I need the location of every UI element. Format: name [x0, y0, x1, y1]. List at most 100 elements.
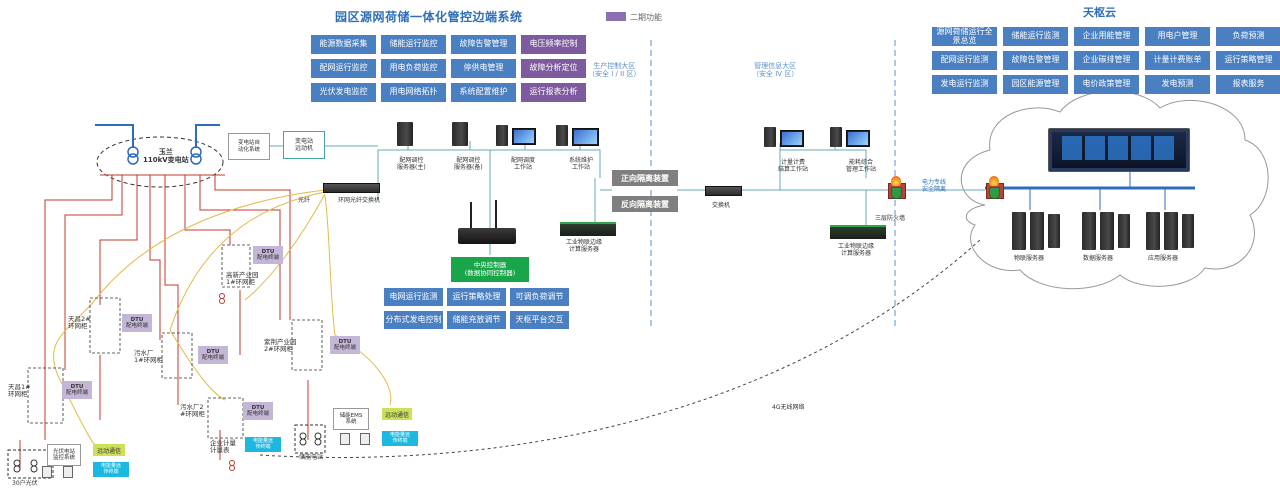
ring-unit-4-line1: 污水厂2	[180, 403, 204, 411]
ring-unit-3-line2: 环网柜	[8, 390, 28, 399]
zone-management-name: 管理信息大区	[754, 62, 797, 70]
link-4g-label: 4G无线网络	[772, 404, 805, 411]
cloud-dashboard-glow	[1062, 136, 1174, 160]
firewall-label: 三层防火墙	[875, 215, 906, 222]
ws1-line1: 配网调控	[399, 157, 424, 164]
ring-unit-label-3: 天昌1# 环网柜	[8, 383, 31, 399]
dispatch-workstation-monitor-icon	[512, 128, 536, 145]
workstation-label-4: 系统维护 工作站	[569, 157, 593, 172]
legend-swatch	[606, 12, 626, 21]
function-box: 储能运行监控	[381, 35, 446, 54]
zone-production-name: 生产控制大区	[593, 62, 636, 70]
maint-workstation-tower-icon	[556, 125, 568, 146]
substation-automation-line1: 变电站自	[237, 140, 260, 147]
ring-switch-icon	[323, 183, 380, 193]
storage-station-label: 储能电站	[299, 454, 324, 461]
meter-icon-3	[340, 433, 350, 445]
cloud-function-box: 负荷预测	[1216, 27, 1280, 46]
controller-function-box: 运行策略处理	[447, 288, 506, 306]
cloud-function-box: 源网荷储运行全景总览	[932, 27, 997, 46]
iot-edge-1-label: 工业物联边缘 计算服务器	[566, 239, 602, 254]
user-meter-line2: 计量表	[210, 446, 230, 455]
cloud-function-box: 用电户管理	[1145, 27, 1210, 46]
forward-isolation-device: 正向隔离装置	[612, 170, 678, 186]
billing-line1: 计量计费	[781, 159, 806, 166]
cloud-function-box: 报表服务	[1216, 75, 1280, 94]
ring-unit-4-line2: #环网柜	[180, 410, 205, 419]
ems-box: 储能EMS 系统	[333, 408, 369, 430]
dtu-subtitle: 配电终端	[125, 323, 148, 329]
ring-unit-1-line1: 天昌2#	[68, 315, 91, 323]
controller-function-box: 天枢平台交互	[510, 311, 569, 329]
cloud-function-box: 配网运行监测	[932, 51, 997, 70]
ws2-line2: 服务器(备)	[454, 163, 483, 171]
zone-production-level: （安全 I / II 区）	[588, 70, 641, 79]
ring-unit-label-2: 污水厂 1#环网柜	[134, 349, 164, 365]
remote-comm-box-2: 远动通信	[93, 444, 125, 456]
data-server-icon-3	[1118, 214, 1130, 248]
meter-icon-4	[360, 433, 370, 445]
rtu-line2: 远动机	[294, 145, 313, 152]
secure-link-line2: 安全隔离	[922, 185, 947, 193]
ring-unit-6-line1: 紫荆产业园	[264, 338, 297, 346]
iot-edge-2-line1: 工业物联边缘	[838, 243, 875, 250]
central-ctrl-line2: (数据协同控制器)	[464, 268, 516, 277]
function-box: 用电负荷监控	[381, 59, 446, 78]
energy-ws-line2: 管理工作站	[846, 165, 877, 173]
zone-production: 生产控制大区 （安全 I / II 区）	[588, 62, 640, 79]
data-server-icon-1	[1082, 212, 1096, 250]
dispatch-server-backup-icon	[452, 122, 468, 146]
iot-server-icon-1	[1012, 212, 1026, 250]
meter-icon-2	[63, 466, 73, 478]
maint-workstation-monitor-icon	[572, 128, 599, 146]
meter-term-3-line2: 传终端	[255, 443, 271, 450]
app-server-icon-2	[1164, 212, 1178, 250]
central-ctrl-line1: 中央控制器	[473, 260, 507, 269]
pv-30-label: 30户光伏	[12, 480, 38, 487]
remote-comm-box-1: 远动通信	[382, 408, 412, 420]
ring-unit-label-5: 高新产业园 1#环网柜	[226, 271, 259, 287]
rtu-line1: 变电站	[294, 137, 313, 145]
cloud-function-box: 运行策略管理	[1216, 51, 1280, 70]
ems-line2: 系统	[345, 419, 357, 425]
workstation-label-1: 配网调控 服务器(主)	[397, 157, 426, 172]
meter-term-3-line1: 电能量远	[252, 438, 273, 444]
function-box: 用电网络拓扑	[381, 83, 446, 102]
dtu-title: DTU	[261, 248, 275, 255]
workstation-label-3: 配网调度 工作站	[511, 157, 535, 172]
iot-server-icon-3	[1048, 214, 1060, 248]
ems-line1: 储能EMS	[339, 412, 363, 419]
cloud-function-box: 计量计费账单	[1145, 51, 1210, 70]
cloud-function-box: 企业用能管理	[1074, 27, 1139, 46]
controller-function-box: 储能充放调节	[447, 311, 506, 329]
fiber-label: 光纤	[298, 197, 311, 204]
ring-unit-2-line2: 1#环网柜	[134, 356, 164, 365]
firewall-shield-icon	[891, 187, 902, 199]
ws4-line2: 工作站	[572, 163, 591, 171]
ring-unit-label-6: 紫荆产业园 2#环网柜	[264, 338, 297, 354]
management-switch-label: 交换机	[712, 202, 731, 209]
substation-name: 玉兰	[158, 148, 173, 156]
dispatch-server-main-icon	[397, 122, 413, 146]
controller-function-box: 分布式发电控制	[384, 311, 443, 329]
dtu-subtitle: 配电终端	[246, 411, 269, 417]
cloud-firewall-shield-icon	[989, 187, 1000, 199]
ws1-line2: 服务器(主)	[397, 163, 426, 171]
rtu-box: 变电站 远动机	[283, 131, 325, 159]
cloud-function-box: 企业碳排管理	[1074, 51, 1139, 70]
dtu-title: DTU	[251, 404, 265, 411]
iot-edge-1-line2: 计算服务器	[569, 245, 600, 253]
reverse-isolation-device: 反向隔离装置	[612, 196, 678, 212]
ws2-line1: 配网调控	[456, 157, 481, 164]
cloud-function-box: 发电预测	[1145, 75, 1210, 94]
substation-label: 玉兰 110kV变电站	[143, 148, 189, 164]
cloud-server-label-3: 应用服务器	[1148, 255, 1179, 262]
app-server-icon-3	[1182, 214, 1194, 248]
secure-link-line1: 电力专线	[922, 179, 947, 186]
